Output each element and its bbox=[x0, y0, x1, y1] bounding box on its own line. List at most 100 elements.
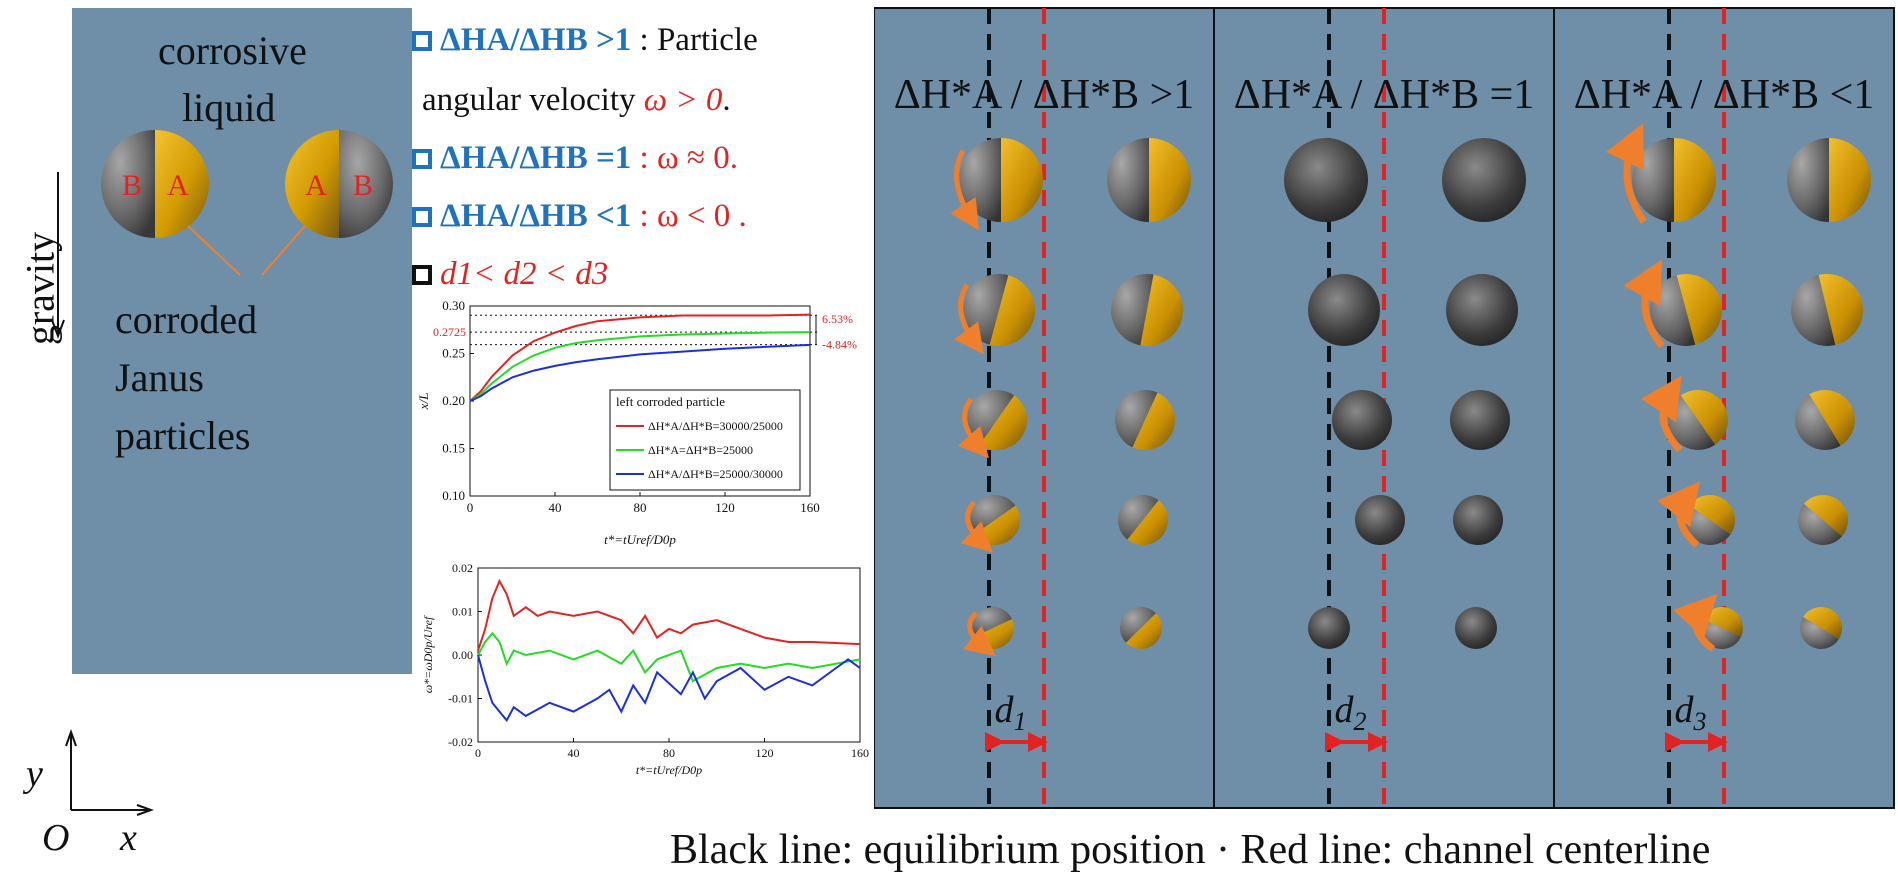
legend-item-1-condition: ω > 0 bbox=[643, 82, 723, 118]
y-axis-arrow-head bbox=[65, 729, 77, 747]
panel-title-2: ΔH*A / ΔH*B =1 bbox=[1234, 72, 1535, 118]
rotation-arrow-clockwise bbox=[954, 283, 984, 355]
y-tick-label: -0.01 bbox=[448, 692, 473, 706]
y-tick-label: 0.25 bbox=[442, 346, 465, 361]
x-tick-label: 0 bbox=[475, 746, 481, 760]
panel-title-3: ΔH*A / ΔH*B <1 bbox=[1574, 72, 1875, 118]
particle-body bbox=[1308, 607, 1350, 649]
series-line-1 bbox=[469, 331, 811, 402]
rotation-arrow-counterclockwise bbox=[1606, 123, 1647, 224]
pointer-line-right bbox=[261, 225, 306, 276]
x-tick-label: 80 bbox=[663, 746, 675, 760]
particle-half-gold bbox=[1127, 500, 1168, 545]
particle-half-gold bbox=[1674, 138, 1716, 222]
series-line-1 bbox=[477, 631, 861, 683]
particle-body bbox=[1332, 390, 1392, 450]
legend-marker-blue bbox=[412, 207, 432, 227]
particle-half-gold bbox=[1680, 390, 1728, 445]
janus-particle-right: A B bbox=[285, 130, 393, 238]
legend-item-4: d1< d2 < d3 bbox=[412, 256, 608, 293]
legend-item-1-text: : Particle bbox=[639, 22, 758, 58]
particle-body bbox=[1453, 495, 1503, 545]
x-tick-label: 160 bbox=[800, 500, 820, 515]
legend-marker-blue bbox=[412, 31, 432, 51]
particle-half-grey bbox=[1787, 138, 1829, 222]
particle-half-gold bbox=[1829, 138, 1871, 222]
particle-right bbox=[1118, 495, 1168, 545]
particle-right bbox=[1120, 606, 1162, 649]
x-tick-label: 40 bbox=[568, 746, 580, 760]
x-tick-label: 0 bbox=[467, 500, 474, 515]
particle-half-gold bbox=[1126, 613, 1162, 649]
x-tick-label: 40 bbox=[549, 500, 562, 515]
particle-right bbox=[1787, 138, 1871, 222]
legend-block: ΔHA/ΔHB >1 : Particle angular velocity ω… bbox=[412, 8, 874, 299]
particle-left-label-a: A bbox=[167, 169, 189, 202]
particle-left-label-b: B bbox=[122, 169, 142, 202]
particle-right bbox=[1115, 390, 1175, 450]
series-line-2 bbox=[469, 343, 811, 402]
particle-half-gold bbox=[1689, 495, 1735, 535]
bottom-caption: Black line: equilibrium position · Red l… bbox=[670, 827, 1711, 873]
particle-half-grey bbox=[1111, 273, 1154, 346]
legend-marker-blue bbox=[412, 149, 432, 169]
y-tick-label: 0.30 bbox=[442, 298, 465, 313]
pointer-line-left bbox=[187, 225, 241, 276]
legend-item-1-ratio: ΔHA/ΔHB >1 bbox=[440, 22, 632, 58]
y-axis-label: x/L bbox=[416, 393, 431, 411]
liquid-label-1: corrosive bbox=[158, 28, 307, 73]
particle-half-grey bbox=[1115, 390, 1158, 448]
left-panel bbox=[72, 8, 412, 674]
particle-half-gold bbox=[1803, 494, 1848, 537]
particle-right bbox=[1795, 390, 1855, 450]
particle-right bbox=[1453, 495, 1503, 545]
particle-half-grey bbox=[1107, 138, 1149, 222]
y-tick-label: 0.15 bbox=[442, 441, 465, 456]
trajectory-panel-3: ΔH*A / ΔH*B <1d3 bbox=[1553, 7, 1895, 809]
legend-marker-black bbox=[412, 265, 432, 285]
particle-right bbox=[1800, 607, 1842, 649]
particle-right bbox=[1111, 273, 1183, 347]
x-axis-label: t*=tUref/D0p bbox=[636, 763, 702, 777]
legend-entry-2: ΔH*A/ΔH*B=25000/30000 bbox=[648, 467, 783, 481]
particle-half-gold bbox=[979, 395, 1027, 450]
particle-body bbox=[1355, 495, 1405, 545]
series-line-0 bbox=[469, 313, 811, 402]
particle-left bbox=[1632, 138, 1716, 222]
y-tick-label: -0.02 bbox=[448, 735, 473, 749]
particle-half-grey bbox=[1118, 495, 1159, 540]
legend-item-2: ΔHA/ΔHB =1 : ω ≈ 0. bbox=[412, 140, 738, 177]
rotation-arrow-clockwise bbox=[962, 611, 996, 657]
x-tick-label: 80 bbox=[634, 500, 647, 515]
y-tick-label: 0.01 bbox=[452, 605, 473, 619]
particle-half-grey bbox=[1120, 606, 1156, 643]
particle-half-gold bbox=[989, 275, 1035, 346]
particle-right bbox=[1446, 274, 1518, 346]
particle-half-gold bbox=[1676, 274, 1722, 345]
y-tick-label: 0.00 bbox=[452, 648, 473, 662]
particle-left bbox=[1668, 390, 1728, 450]
particle-left bbox=[959, 138, 1043, 222]
particle-right bbox=[1107, 138, 1191, 222]
x-axis-arrow-head bbox=[136, 804, 154, 816]
legend-item-1-line2: angular velocity ω > 0. bbox=[422, 82, 731, 118]
particle-body bbox=[1446, 274, 1518, 346]
legend-item-1: ΔHA/ΔHB >1 : Particle bbox=[412, 22, 758, 59]
particle-half-gold bbox=[1149, 138, 1191, 222]
trajectory-panel-2: ΔH*A / ΔH*B =1d2 bbox=[1213, 7, 1555, 809]
legend-item-3-ratio: ΔHA/ΔHB <1 bbox=[440, 198, 632, 234]
particle-right-label-a: A bbox=[305, 169, 327, 202]
legend-entry-1: ΔH*A=ΔH*B=25000 bbox=[648, 443, 753, 457]
particle-half-gold bbox=[1132, 392, 1175, 450]
y-axis-label: ω*=ωD0p/Uref bbox=[421, 615, 435, 693]
legend-entry-0: ΔH*A/ΔH*B=30000/25000 bbox=[648, 419, 783, 433]
rotation-arrow-counterclockwise bbox=[1657, 481, 1701, 548]
particles-label-3: particles bbox=[115, 413, 251, 458]
particle-right bbox=[1442, 138, 1526, 222]
particle-half-gold bbox=[1140, 274, 1183, 347]
annotation-minus: -4.84% bbox=[822, 338, 857, 352]
x-tick-label: 120 bbox=[715, 500, 735, 515]
particle-half-grey bbox=[1800, 617, 1839, 649]
